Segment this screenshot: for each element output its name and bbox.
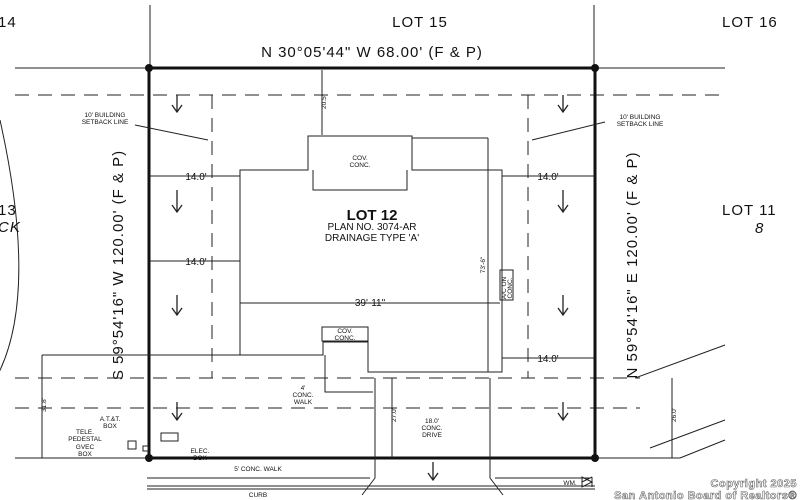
ac-pad-label: CONC.	[507, 277, 514, 298]
lot-13-label: 13	[0, 202, 17, 219]
dim-label: 14.0'	[537, 354, 558, 365]
front-walk	[324, 355, 373, 393]
dim-width-label: 39'-11"	[355, 298, 386, 309]
block-label: CK	[0, 219, 21, 236]
curve-leader	[634, 344, 726, 459]
lot-title: LOT 12	[347, 207, 398, 224]
gvec-box	[127, 440, 137, 450]
att-label: A.T.&T.	[100, 416, 121, 423]
elec-box	[142, 445, 149, 452]
drainage-arrow-icon	[557, 295, 569, 317]
corner-pin	[591, 454, 599, 462]
lot-16-label: LOT 16	[722, 14, 778, 31]
drainage-arrow-icon	[557, 402, 569, 422]
water-meter-label: WM.	[563, 480, 577, 487]
cov-conc-front	[321, 326, 369, 342]
dim-label: 14.0'	[185, 172, 206, 183]
lot-15-label: LOT 15	[392, 14, 448, 31]
corner-pin	[591, 64, 599, 72]
drainage-arrow-icon	[557, 190, 569, 214]
setback-label-left: 10' BUILDING	[85, 112, 126, 119]
curb-label: CURB	[249, 492, 267, 499]
drive-label: DRIVE	[422, 432, 443, 439]
dim-label: 31.8'	[41, 398, 48, 412]
sidewalk-label: 5' CONC. WALK	[234, 466, 282, 473]
ac-pad-label: A/C ON	[501, 277, 508, 300]
tele-label: TELE.	[76, 429, 94, 436]
cov-conc-label: CONC.	[350, 162, 371, 169]
plan-number: PLAN NO. 3074-AR	[328, 222, 417, 233]
left-bearing: S 59°54'16" W 120.00' (F & P)	[110, 150, 127, 380]
lot-11-label: LOT 11	[722, 202, 777, 219]
elec-label: ELEC.	[191, 448, 210, 455]
walk-label: WALK	[294, 399, 313, 406]
house-footprint	[239, 135, 503, 373]
cov-conc-label: COV.	[337, 328, 352, 335]
gvec-label: GVEC	[76, 444, 95, 451]
dim-depth-label: 73'-6"	[480, 256, 487, 273]
drainage-arrow-icon	[171, 95, 183, 114]
att-box	[160, 432, 179, 442]
drainage-arrows	[171, 95, 569, 482]
lot-boundary	[147, 66, 597, 460]
drive-label: CONC.	[422, 425, 443, 432]
cov-conc-rear	[312, 170, 408, 191]
setback-label-left: SETBACK LINE	[82, 119, 129, 126]
walk-label: CONC.	[293, 392, 314, 399]
corner-pin	[145, 454, 153, 462]
block-number: 8	[755, 220, 764, 237]
drainage-arrow-icon	[171, 295, 183, 317]
dim-label: 26.0'	[671, 408, 678, 422]
dim-front-setback-label: 20.5'	[321, 95, 328, 109]
drainage-arrow-icon	[557, 95, 569, 114]
drive-label: 18.0'	[425, 418, 439, 425]
drainage-arrow-icon	[171, 402, 183, 422]
att-label: BOX	[103, 423, 117, 430]
setback-label-right: SETBACK LINE	[617, 121, 664, 128]
right-bearing: N 59°54'16" E 120.00' (F & P)	[624, 152, 641, 379]
dim-label: 27.0'	[391, 408, 398, 422]
setback-label-right: 10' BUILDING	[620, 114, 661, 121]
ac-pad	[499, 269, 514, 301]
setback-leader	[531, 121, 606, 141]
curve-leader	[0, 119, 20, 372]
cov-conc-label: CONC.	[335, 335, 356, 342]
rear-bearing: N 30°05'44" W 68.00' (F & P)	[261, 44, 483, 61]
drainage-arrow-icon	[427, 462, 439, 482]
walk-label: 4'	[301, 385, 306, 392]
dim-label: 14.0'	[537, 172, 558, 183]
dim-label: 14.0'	[185, 257, 206, 268]
setback-leader	[134, 124, 209, 141]
drainage-arrow-icon	[171, 190, 183, 214]
watermark: San Antonio Board of Realtors®	[614, 490, 797, 500]
gvec-label: BOX	[78, 451, 92, 458]
corner-pin	[145, 64, 153, 72]
cov-conc-label: COV.	[352, 155, 367, 162]
drainage-type: DRAINAGE TYPE 'A'	[325, 233, 419, 244]
watermark: Copyright 2025	[711, 478, 797, 490]
elec-label: BOX	[193, 455, 207, 462]
lot-14-label: 14	[0, 14, 17, 31]
water-meter-icon	[581, 476, 594, 488]
tele-label: PEDESTAL	[68, 436, 102, 443]
